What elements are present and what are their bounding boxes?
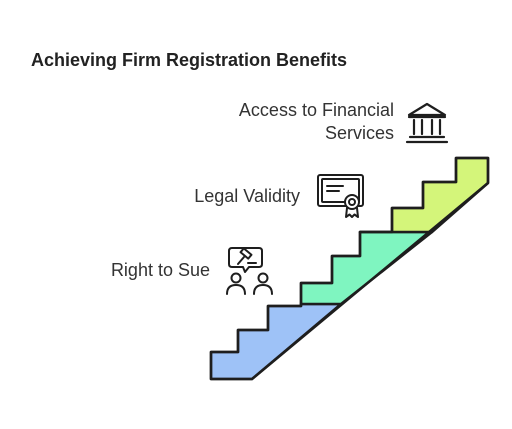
bank-icon [405, 102, 449, 144]
certificate-icon [317, 174, 364, 218]
step-label-line: Access to Financial [238, 100, 394, 120]
diagram-title: Achieving Firm Registration Benefits [31, 50, 348, 70]
stair-segment-legal-validity [299, 230, 434, 306]
step-label-financial-services: Access to Financial Services [239, 99, 394, 145]
step-label-line: Services [324, 123, 394, 143]
step-label-right-to-sue: Right to Sue [111, 259, 210, 282]
step-label-line: Right to Sue [110, 260, 210, 280]
step-label-legal-validity: Legal Validity [194, 185, 300, 208]
gavel-people-icon [226, 247, 273, 295]
stair-outline [209, 156, 490, 381]
stair-segment-right-to-sue [209, 302, 343, 381]
step-label-line: Legal Validity [194, 186, 300, 206]
